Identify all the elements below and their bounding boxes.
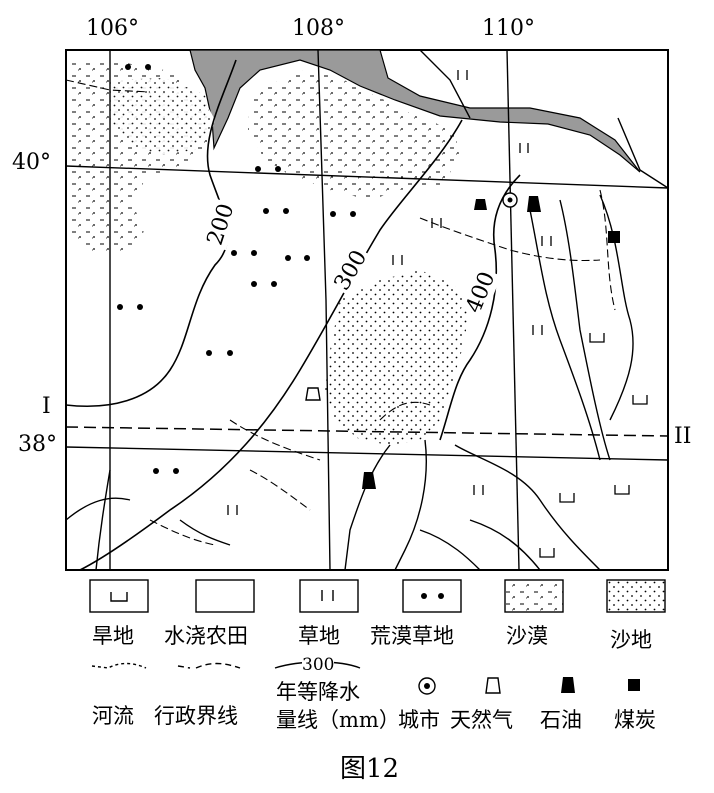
figure-caption: 图12 xyxy=(340,754,400,784)
section-line xyxy=(65,426,669,437)
legend-isohyet-value: 300 xyxy=(302,655,335,675)
legend-symbols xyxy=(91,661,640,695)
legend-city: 城市 xyxy=(398,708,440,732)
oil-icon xyxy=(362,196,541,489)
legend-grassland: 草地 xyxy=(298,624,340,648)
isohyet-lines xyxy=(65,59,521,571)
legend-natural-gas: 天然气 xyxy=(450,708,513,732)
river-icon xyxy=(91,662,147,669)
legend-sandland: 沙地 xyxy=(610,628,652,652)
legend-isohyet-line2: 量线（mm） xyxy=(276,708,400,732)
legend-desert: 沙漠 xyxy=(506,624,548,648)
admin-boundaries xyxy=(65,79,616,546)
desert-grassland-dots xyxy=(117,64,356,474)
legend-boxes xyxy=(89,579,666,613)
lon-label-108: 108° xyxy=(292,16,345,41)
graticule xyxy=(65,49,669,571)
legend-dryland: 旱地 xyxy=(92,624,134,648)
legend-isohyet-line1: 年等降水 xyxy=(276,680,360,704)
sand-region xyxy=(325,270,470,445)
sand-region-nw xyxy=(110,78,212,155)
rivers xyxy=(65,49,669,571)
lon-label-106: 106° xyxy=(86,16,139,41)
legend-oil: 石油 xyxy=(540,708,582,732)
section-start-label: I xyxy=(42,394,51,419)
lat-label-40: 40° xyxy=(12,150,51,175)
lat-label-38: 38° xyxy=(18,432,57,457)
city-icon xyxy=(502,192,518,208)
legend-desert-grassland: 荒漠草地 xyxy=(370,624,454,648)
legend-river: 河流 xyxy=(92,704,134,728)
legend-boundary: 行政界线 xyxy=(154,704,238,728)
legend-irrigated: 水浇农田 xyxy=(164,624,248,648)
desert-region-north xyxy=(248,70,460,200)
legend-coal: 煤炭 xyxy=(614,708,656,732)
natural-gas-icon xyxy=(305,387,321,401)
coal-icon xyxy=(608,231,620,243)
boundary-icon xyxy=(177,662,241,669)
lon-label-110: 110° xyxy=(482,16,535,41)
dryland-marks xyxy=(539,333,648,558)
grassland-marks xyxy=(227,70,552,515)
section-end-label: II xyxy=(674,424,692,449)
